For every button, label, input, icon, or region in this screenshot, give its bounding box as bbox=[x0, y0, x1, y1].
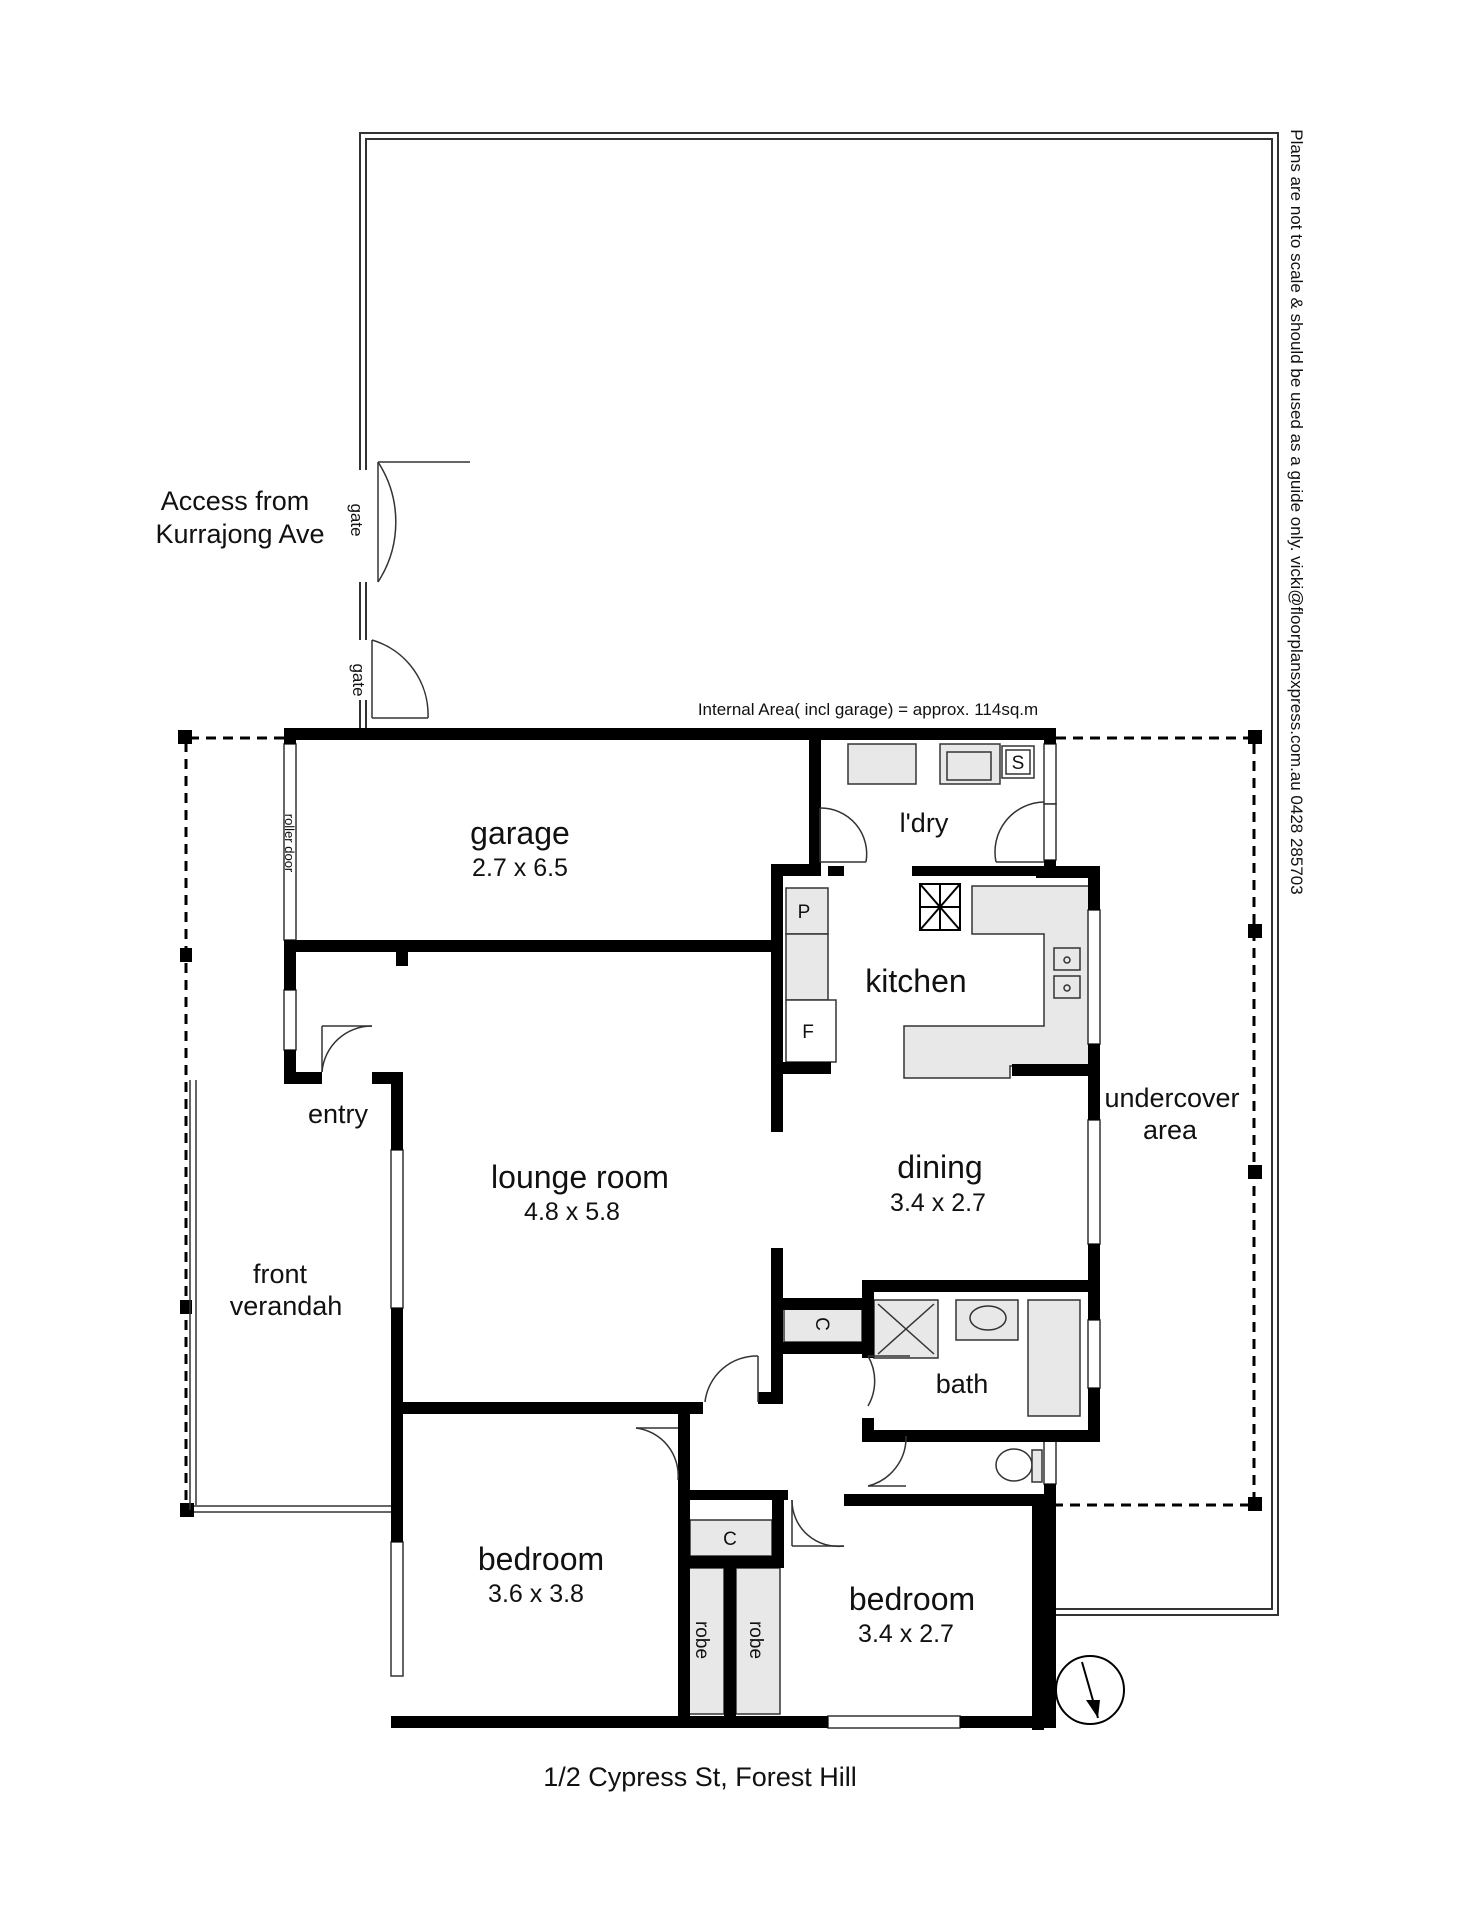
access-note-line1: Access from bbox=[161, 486, 310, 516]
lounge-size: 4.8 x 5.8 bbox=[524, 1198, 620, 1226]
pantry-cupboard bbox=[785, 887, 829, 935]
robe-right bbox=[735, 1567, 781, 1715]
kitchen-bench-left bbox=[785, 933, 829, 1001]
garage-size: 2.7 x 6.5 bbox=[472, 854, 568, 882]
internal-area: Internal Area( incl garage) = approx. 11… bbox=[698, 700, 1038, 719]
gate-label-upper: gate bbox=[347, 503, 366, 536]
kitchen-name: kitchen bbox=[865, 963, 966, 999]
pantry-label: P bbox=[798, 902, 811, 923]
verandah-name-line2: verandah bbox=[230, 1291, 343, 1321]
robe-label-left: robe bbox=[691, 1621, 712, 1659]
verandah-name-line1: front bbox=[253, 1259, 308, 1289]
compass-icon bbox=[1055, 1655, 1125, 1725]
entry-name: entry bbox=[308, 1099, 369, 1129]
property-boundary bbox=[359, 132, 1279, 1616]
roller-door-label: roller door bbox=[282, 814, 297, 873]
bedroom-cupboard-label: C bbox=[723, 1529, 737, 1550]
robe-label-right: robe bbox=[745, 1621, 766, 1659]
laundry-bench bbox=[847, 743, 917, 785]
walls bbox=[284, 728, 1100, 1730]
bedroom2-name: bedroom bbox=[849, 1581, 975, 1617]
fixture-details bbox=[877, 745, 1081, 1483]
disclaimer: Plans are not to scale & should be used … bbox=[1287, 129, 1306, 894]
fridge-space bbox=[785, 999, 837, 1063]
doors bbox=[321, 801, 1045, 1548]
lounge-name: lounge room bbox=[491, 1159, 669, 1195]
bedroom1-name: bedroom bbox=[478, 1541, 604, 1577]
cooktop bbox=[919, 883, 961, 931]
bedroom2-size: 3.4 x 2.7 bbox=[858, 1620, 954, 1648]
bath-tub bbox=[1027, 1299, 1081, 1417]
sink-label: S bbox=[1012, 753, 1025, 774]
fixtures bbox=[681, 743, 1093, 1715]
hall-cupboard-label: C bbox=[811, 1317, 832, 1331]
bedroom1-size: 3.6 x 3.8 bbox=[488, 1580, 584, 1608]
fridge-label: F bbox=[802, 1022, 814, 1043]
laundry-name: l'dry bbox=[900, 808, 949, 838]
windows bbox=[283, 743, 1101, 1729]
verandah-rails bbox=[189, 1080, 394, 1513]
dining-name: dining bbox=[897, 1149, 982, 1185]
access-note-line2: Kurrajong Ave bbox=[155, 519, 324, 549]
undercover-name-line1: undercover bbox=[1104, 1083, 1239, 1113]
verandah-posts bbox=[178, 730, 1262, 1517]
gate-label-lower: gate bbox=[349, 663, 368, 696]
address: 1/2 Cypress St, Forest Hill bbox=[543, 1762, 857, 1792]
gate-swing-lower bbox=[371, 639, 429, 719]
laundry-tub bbox=[939, 743, 1001, 785]
undercover-name-line2: area bbox=[1143, 1115, 1198, 1145]
garage-name: garage bbox=[470, 815, 570, 851]
bath-name: bath bbox=[936, 1369, 989, 1399]
labels: Access from Kurrajong Ave gate gate roll… bbox=[155, 129, 1306, 1792]
dining-size: 3.4 x 2.7 bbox=[890, 1189, 986, 1217]
gate-swing-upper bbox=[377, 461, 470, 583]
